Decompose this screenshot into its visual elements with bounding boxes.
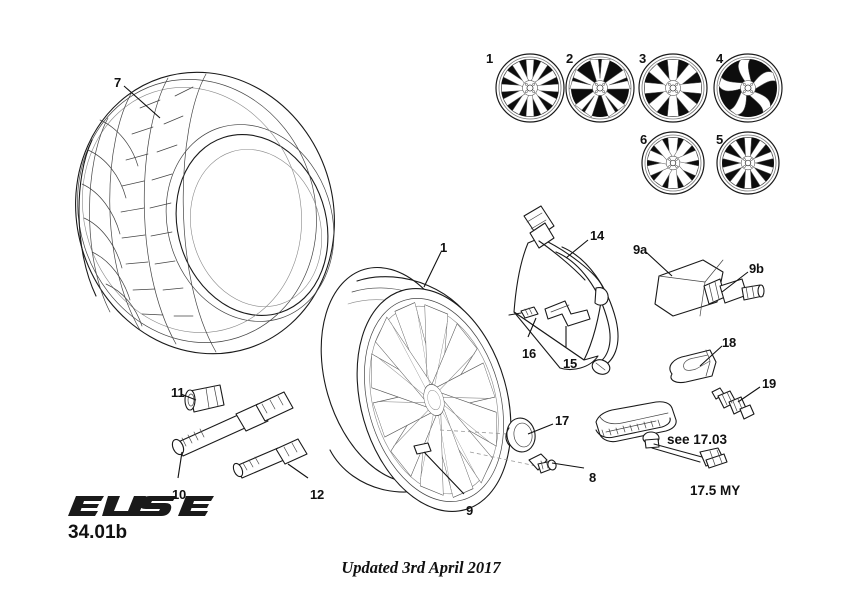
part-label-valve-cap: 17 [555,413,570,428]
leader-line-9a [645,251,673,277]
wheel-variant-label-5: 5 [716,132,724,147]
part-label-tyre-sealant-bottle: 14 [590,228,605,243]
part-label-wheel-nut-socket: 11 [171,385,185,400]
part-label-tyre: 7 [114,75,122,90]
wheel-variant-4[interactable] [713,53,783,123]
part-label-bottle-bracket: 15 [563,356,578,371]
wheel-spokes [371,302,497,498]
wheel-variant-grid [495,53,783,195]
wheel-fasteners-illustration [171,384,308,479]
part-label-tpms-sensor-body: 9a [633,242,648,257]
tpms-sensor-illustration [654,259,765,317]
footer-note: Updated 3rd April 2017 [341,558,501,577]
part-label-tpms-valve-kit: 19 [762,376,777,391]
sheet-code: 34.01b [68,522,128,543]
leader-line-12 [287,463,309,479]
tpms-ecu-illustration [595,401,728,469]
leader-line-10 [177,451,183,479]
leader-line-18 [699,345,723,367]
part-label-tpms-sensor-alt: 18 [722,335,737,350]
part-label-long-wheel-bolt: 10 [172,487,187,502]
part-label-tpms-valve-stem: 9b [749,261,764,276]
part-label-valve-stem: 8 [589,470,597,485]
model-logo [68,496,214,516]
wheel-variant-5[interactable] [716,131,780,195]
leader-line-16 [527,317,537,338]
leader-line-9b [721,271,749,293]
part-label-bracket-screw: 16 [522,346,537,361]
wheel-variant-label-1: 1 [486,51,494,66]
wheel-variant-6[interactable] [641,131,705,195]
wheel-variant-3[interactable] [638,53,708,123]
part-label-tpms-sensor-in-wheel: 9 [466,503,474,518]
wheel-variant-2[interactable] [565,53,635,123]
leader-line-14 [565,239,589,259]
callout-leader-lines [123,85,761,495]
sealant-bottle-illustration [508,205,619,375]
leader-line-8 [551,462,585,469]
wheel-variant-1[interactable] [495,53,565,123]
leader-line-9 [423,451,465,495]
leader-line-19 [737,386,761,403]
part-label-short-wheel-bolt: 12 [310,487,325,502]
leader-line-17 [527,423,554,435]
leader-line-1 [423,251,442,288]
wheel-variant-label-2: 2 [566,51,574,66]
leader-line-11 [180,393,197,401]
part-label-road-wheel-rim: 1 [440,240,448,255]
wheel-variant-label-4: 4 [716,51,724,66]
tyre-illustration [75,71,335,355]
see-reference-note: see 17.03 [667,432,728,447]
wheel-variant-label-3: 3 [639,51,647,66]
road-wheel-illustration [320,266,512,512]
leader-line-7 [123,85,161,119]
model-year-note: 17.5 MY [690,483,741,498]
tpms-sensor-alt-illustration [669,349,755,420]
valve-parts-illustration [439,417,557,474]
wheel-variant-label-6: 6 [640,132,648,147]
